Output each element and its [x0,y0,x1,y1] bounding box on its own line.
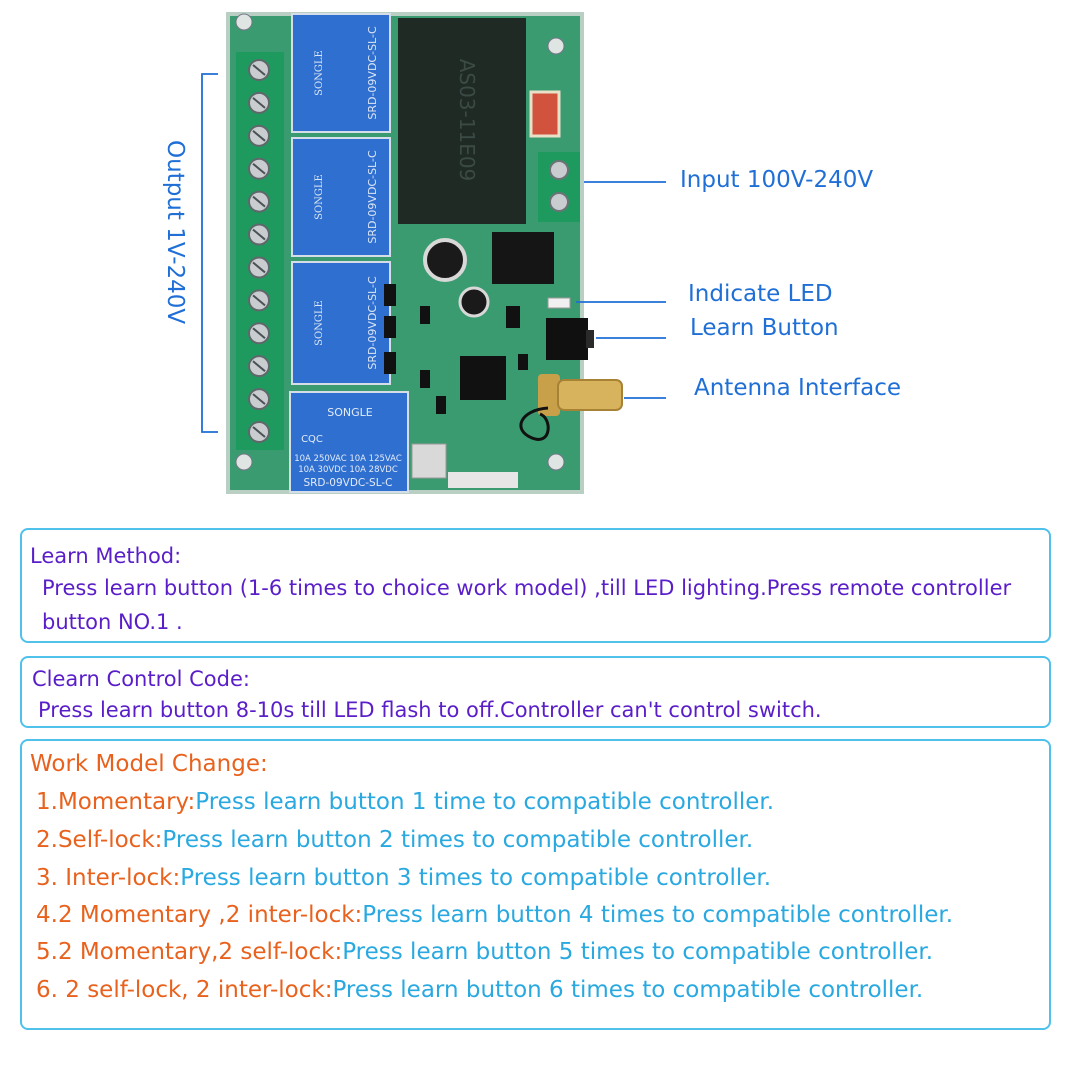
learn-method-line-2: button NO.1 . [42,610,183,634]
work-model-mode: 2.Self-lock: [36,827,163,853]
work-model-box: Work Model Change: 1.Momentary:Press lea… [20,739,1051,1030]
work-model-item: 6. 2 self-lock, 2 inter-lock:Press learn… [36,977,923,1003]
work-model-mode: 5.2 Momentary,2 self-lock: [36,939,343,965]
clear-code-line-1: Press learn button 8-10s till LED flash … [38,698,822,722]
relay [291,137,391,257]
screw-slot [252,195,266,208]
relay-board-diagram: SRD-09VDC-SL-C SONGLE SRD-09VDC-SL-C SONGLE… [201,12,666,494]
work-model-mode: 4.2 Momentary ,2 inter-lock: [36,902,363,928]
screw-slot [252,393,266,405]
antenna-interface-label: Antenna Interface [694,375,902,401]
screw-slot [252,97,266,109]
screw-slot [252,261,266,274]
work-model-item: 2.Self-lock:Press learn button 2 times t… [36,827,753,853]
work-model-description: Press learn button 5 times to compatible… [342,939,934,965]
controller-chip [460,356,506,400]
work-model-mode: 1.Momentary: [36,789,196,815]
relay-brand-label: SONGLE [314,50,325,96]
work-model-description: Press learn button 1 time to compatible … [195,789,775,815]
crystal [411,443,447,479]
indicate-led [547,297,571,309]
work-model-description: Press learn button 2 times to compatible… [162,827,754,853]
fuse [529,90,561,138]
relay-brand-label: SONGLE [327,406,373,419]
capacitor [423,238,467,282]
work-model-title: Work Model Change: [30,751,268,777]
screw-slot [252,327,266,340]
work-model-description: Press learn button 4 times to compatible… [362,902,954,928]
relay [289,391,409,493]
screw-slot [252,360,266,372]
work-model-mode: 3. Inter-lock: [36,865,181,891]
clear-code-title: Clearn Control Code: [32,667,250,691]
learn-method-box: Learn Method: Press learn button (1-6 ti… [20,528,1051,643]
work-model-item: 3. Inter-lock:Press learn button 3 times… [36,865,771,891]
relay-model-label: SRD-09VDC-SL-C [366,26,379,120]
work-model-mode: 6. 2 self-lock, 2 inter-lock: [36,977,333,1003]
learn-method-line-1: Press learn button (1-6 times to choice … [42,576,1012,600]
relay-cert-label: CQC [301,434,323,445]
screw-slot [252,294,266,307]
mounting-holes [235,13,565,471]
input-label: Input 100V-240V [680,167,874,193]
indicate-led-label: Indicate LED [688,281,833,307]
learn-button-label: Learn Button [690,315,839,341]
relay-rating-label: 10A 30VDC 10A 28VDC [298,465,398,475]
screw-slot [252,426,266,438]
work-model-description: Press learn button 6 times to compatible… [332,977,924,1003]
screw-slot [252,64,266,76]
output-terminal-block [236,52,284,450]
relay [291,13,391,133]
clear-control-code-box: Clearn Control Code: Press learn button … [20,656,1051,728]
output-label: Output 1V-240V [162,140,188,325]
screw-slot [252,130,266,142]
callout-lines [201,73,666,433]
relay-model-label: SRD-09VDC-SL-C [303,477,392,489]
work-model-item: 5.2 Momentary,2 self-lock:Press learn bu… [36,939,933,965]
relay-model-label: SRD-09VDC-SL-C [366,276,379,370]
relay-rating-label: 10A 250VAC 10A 125VAC [294,454,402,464]
capacitor [458,286,490,318]
screw-slot [252,162,266,175]
learn-button [546,318,588,360]
work-model-item: 1.Momentary:Press learn button 1 time to… [36,789,774,815]
svg-text:AS03-11E09: AS03-11E09 [455,59,479,182]
dc-jack [492,232,554,284]
relay-model-label: SRD-09VDC-SL-C [366,150,379,244]
power-module [398,18,526,224]
work-model-item: 4.2 Momentary ,2 inter-lock:Press learn … [36,902,953,928]
relay-brand-label: SONGLE [314,174,325,220]
learn-method-title: Learn Method: [30,544,182,568]
relay-brand-label: SONGLE [314,300,325,346]
screw-slot [252,228,266,241]
antenna-connector [538,374,560,416]
work-model-description: Press learn button 3 times to compatible… [180,865,772,891]
